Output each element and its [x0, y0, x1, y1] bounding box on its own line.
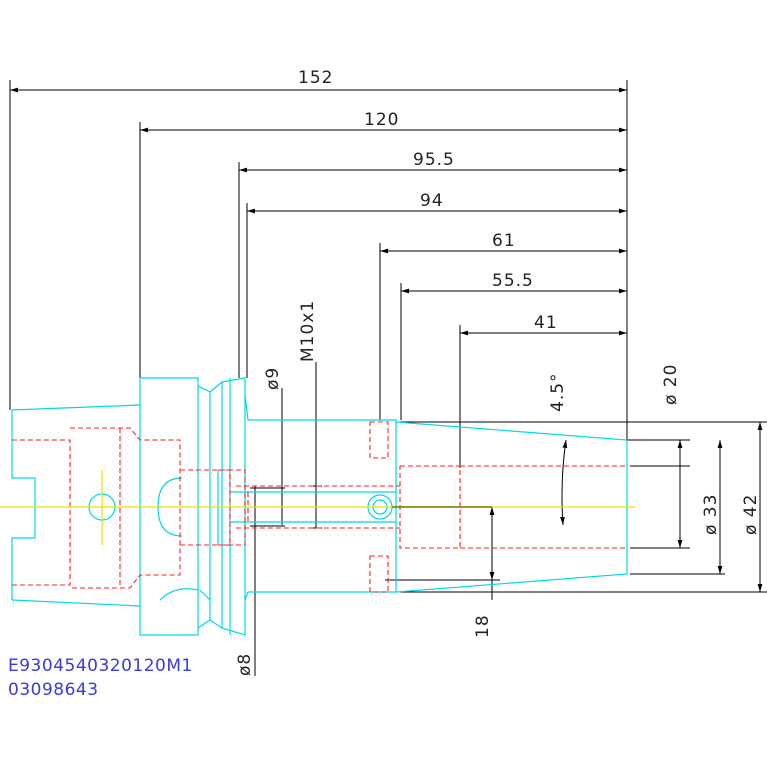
dim-m10x1: M10x1: [298, 300, 318, 362]
hidden-lines: [12, 421, 627, 593]
dim-61: 61: [492, 231, 516, 251]
part-code-line1: E9304540320120M1: [8, 656, 193, 676]
dimension-labels: 152 120 95.5 94 61 55.5 41 M10x1 ø9 ø8 4…: [235, 68, 761, 676]
dim-41: 41: [534, 313, 558, 333]
dim-95-5: 95.5: [413, 150, 455, 170]
dim-18: 18: [473, 614, 493, 638]
dim-dia-20: ø 20: [661, 364, 681, 405]
dim-152: 152: [298, 68, 333, 88]
dim-dia-9: ø9: [263, 367, 283, 390]
dim-dia-33: ø 33: [701, 494, 721, 535]
part-code-line2: 03098643: [8, 680, 99, 700]
dim-55-5: 55.5: [492, 271, 534, 291]
dim-angle: 4.5°: [548, 372, 568, 412]
dim-dia-42: ø 42: [741, 494, 761, 535]
part-code: E9304540320120M1 03098643: [8, 656, 193, 700]
centerlines: [0, 470, 636, 545]
dim-94: 94: [420, 191, 444, 211]
dim-dia-8: ø8: [235, 653, 255, 676]
dim-120: 120: [364, 110, 399, 130]
